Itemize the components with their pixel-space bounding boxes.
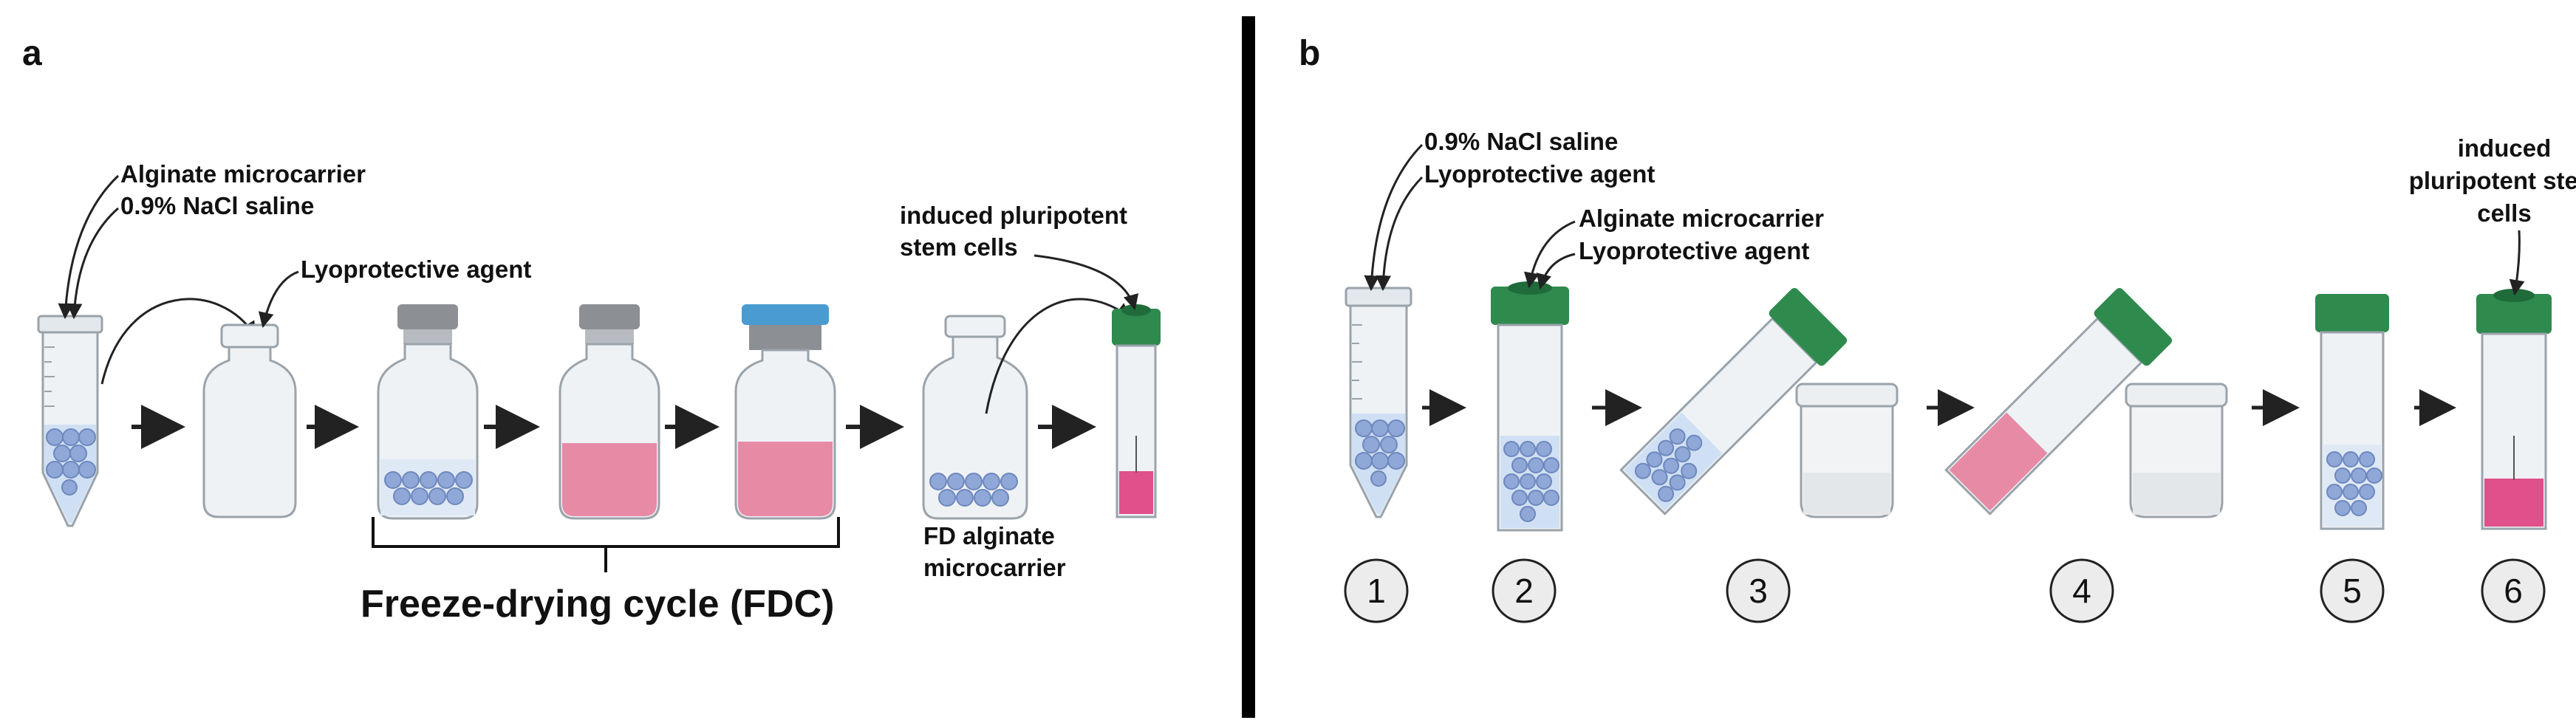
pointer-nacl-a — [66, 207, 119, 320]
step-circle-6: 6 — [2481, 558, 2546, 623]
step-circle-4: 4 — [2049, 558, 2114, 623]
step-number-4: 4 — [2072, 572, 2091, 610]
pointer-nacl-b — [1364, 143, 1424, 292]
tilted-tube-pink-b4 — [1944, 287, 2173, 515]
step-number-6: 6 — [2504, 572, 2523, 610]
fdc-title: Freeze-drying cycle (FDC) — [361, 583, 835, 626]
culture-tube-b6 — [2476, 289, 2552, 530]
culture-tube-b2 — [1491, 281, 1569, 532]
step-circle-1: 1 — [1344, 558, 1409, 623]
label-nacl-saline-b: 0.9% NaCl saline — [1424, 128, 1618, 155]
falcon-tube-b — [1345, 287, 1412, 518]
label-ipsc-a-line2: stem cells — [900, 233, 1018, 261]
label-fd-microcarrier: microcarrier — [923, 554, 1066, 581]
step-markers: 1 2 3 4 5 6 — [1344, 558, 2546, 623]
pointer-lyo-b2 — [1536, 253, 1576, 290]
fdc-bracket — [372, 517, 840, 548]
label-ipsc-b-line1: induced — [2458, 134, 2552, 162]
vial-fd-microcarrier-a — [922, 315, 1028, 520]
transfer-curve-ipsc-a — [985, 298, 1132, 414]
pointer-ipsc-b — [2509, 230, 2525, 296]
step-number-5: 5 — [2343, 572, 2362, 610]
panel-a-letter: a — [22, 34, 42, 73]
label-fd-alginate: FD alginate — [923, 522, 1055, 549]
falcon-tube-a — [37, 315, 103, 527]
label-lyoprotective-a: Lyoprotective agent — [301, 256, 531, 283]
step-circle-2: 2 — [1492, 558, 1557, 623]
culture-tube-a — [1112, 304, 1161, 518]
label-lyoprotective-b2: Lyoprotective agent — [1579, 237, 1809, 264]
label-ipsc-b-line2: pluripotent stem — [2409, 167, 2576, 194]
label-alginate-b: Alginate microcarrier — [1579, 205, 1824, 232]
label-nacl-saline-a: 0.9% NaCl saline — [120, 192, 314, 219]
tilted-tube-blue-b3 — [1619, 287, 1848, 515]
step-number-1: 1 — [1367, 572, 1386, 610]
label-lyoprotective-b: Lyoprotective agent — [1424, 160, 1655, 188]
culture-tube-b5 — [2315, 294, 2389, 530]
step-number-3: 3 — [1749, 572, 1768, 610]
panel-b-letter: b — [1299, 34, 1320, 73]
pointer-ipsc-a — [1034, 254, 1139, 311]
vial-beads-stopper-a — [377, 304, 479, 520]
empty-jar-b4 — [2125, 383, 2228, 518]
pointer-lyo-b — [1376, 176, 1424, 292]
vial-crimped-a — [734, 304, 836, 520]
panel-divider — [1242, 16, 1255, 718]
pointer-lyo-a — [258, 270, 299, 329]
transfer-curve-a — [100, 298, 256, 385]
label-alginate-microcarrier-a: Alginate microcarrier — [120, 160, 366, 188]
pointer-alginate-b — [1523, 220, 1576, 289]
step-number-2: 2 — [1514, 572, 1534, 610]
step-circle-3: 3 — [1726, 558, 1791, 623]
step-circle-5: 5 — [2320, 558, 2385, 623]
label-ipsc-a-line1: induced pluripotent — [900, 202, 1127, 229]
vial-frozen-a — [558, 304, 660, 520]
label-ipsc-b-line3: cells — [2477, 199, 2531, 227]
vial-empty-a — [202, 323, 297, 518]
empty-jar-b3 — [1795, 383, 1899, 518]
pointer-alginate-a — [58, 174, 120, 320]
